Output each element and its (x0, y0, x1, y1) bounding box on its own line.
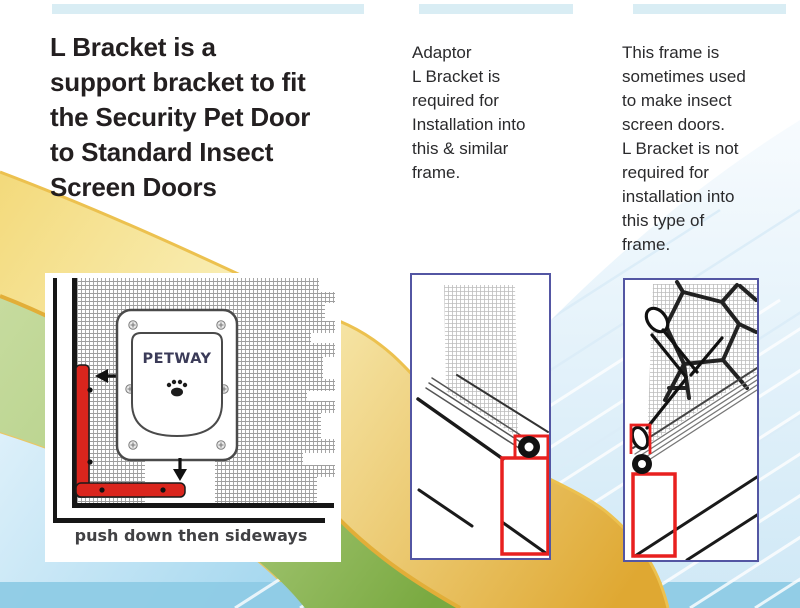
red-highlight-box (500, 434, 549, 556)
frame-tube-arm (630, 306, 724, 451)
page-title: L Bracket is a support bracket to fit th… (50, 32, 311, 202)
figure-no-adaptor-frame (623, 278, 759, 562)
top-rule-middle (419, 4, 573, 14)
spline-circle-icon (632, 454, 652, 474)
pet-door-brand-label: PETWAY (142, 351, 211, 367)
frame-profile-lines (416, 374, 549, 556)
mesh-texture (444, 285, 518, 437)
adaptor-note-text: Adaptor L Bracket is required for Instal… (412, 43, 526, 182)
mesh-texture (647, 284, 757, 445)
pet-door-flap (131, 332, 223, 438)
l-bracket-red (75, 364, 186, 498)
down-arrow-icon (173, 458, 187, 481)
figure-pet-door-installation: PETWAY push down then sideways (45, 273, 341, 562)
screen-door-frame-lines (53, 278, 334, 523)
pet-door-unit: PETWAY (115, 308, 239, 462)
paw-icon (166, 379, 188, 397)
top-rule-right (633, 4, 786, 14)
figure-adaptor-frame (410, 273, 551, 560)
no-adaptor-note-text: This frame is sometimes used to make ins… (622, 43, 746, 254)
red-highlight-box (629, 423, 677, 558)
frame-profile-lines (632, 367, 757, 560)
figure-caption: push down then sideways (75, 526, 308, 545)
spline-circle-icon (518, 436, 540, 458)
top-rule-left (52, 4, 364, 14)
